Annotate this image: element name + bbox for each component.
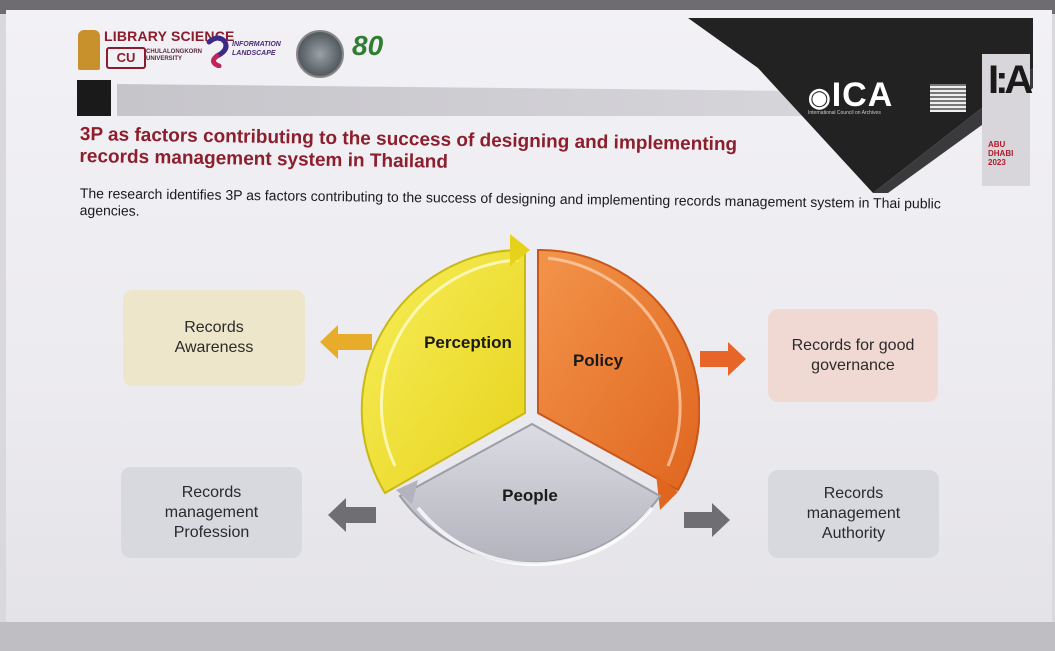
information-landscape-logo: INFORMATION LANDSCAPE	[232, 41, 281, 57]
ica-subtitle: International Council on Archives	[808, 110, 881, 116]
outcome-label: Records management Authority	[806, 485, 901, 542]
outcome-label: Records Awareness	[174, 319, 254, 356]
cu-logo: CU	[106, 47, 146, 69]
outcome-label: Records for good governance	[791, 336, 915, 374]
arrow-left-awareness-icon	[320, 325, 372, 359]
perception-label: Perception	[424, 333, 512, 352]
segment-policy	[537, 248, 700, 510]
cu-subtitle: CHULALONGKORN UNIVERSITY	[146, 49, 202, 62]
conference-badge-mark: I:A	[988, 58, 1033, 102]
screen-bezel-bottom	[0, 622, 1055, 651]
decorative-black-square	[77, 80, 111, 116]
outcome-records-profession: Records management Profession	[121, 467, 302, 558]
conference-badge-location: ABU DHABI 2023	[988, 140, 1014, 167]
policy-label: Policy	[573, 351, 624, 370]
globe-icon: ◉	[808, 82, 832, 112]
outcome-records-awareness: Records Awareness	[123, 290, 305, 386]
three-p-cycle-diagram: Perception Policy People	[360, 234, 700, 567]
segment-perception	[360, 234, 530, 495]
library-science-logo: LIBRARY SCIENCE	[104, 28, 235, 44]
outcome-records-authority: Records management Authority	[768, 470, 939, 558]
seal-logo-icon	[296, 30, 344, 78]
ica-logo: ◉ICA	[808, 76, 894, 114]
information-landscape-icon	[206, 35, 229, 68]
arrow-right-authority-icon	[684, 503, 730, 537]
people-label: People	[502, 486, 558, 505]
arrow-right-governance-icon	[700, 342, 746, 376]
conference-badge	[982, 54, 1030, 186]
outcome-label: Records management Profession	[164, 483, 259, 541]
university-crest-icon	[78, 30, 100, 70]
arrow-left-profession-icon	[328, 498, 376, 532]
archives-building-icon	[930, 84, 966, 112]
outcome-records-governance: Records for good governance	[768, 309, 938, 402]
anniversary-logo: 80	[352, 30, 384, 61]
segment-people	[396, 422, 662, 567]
